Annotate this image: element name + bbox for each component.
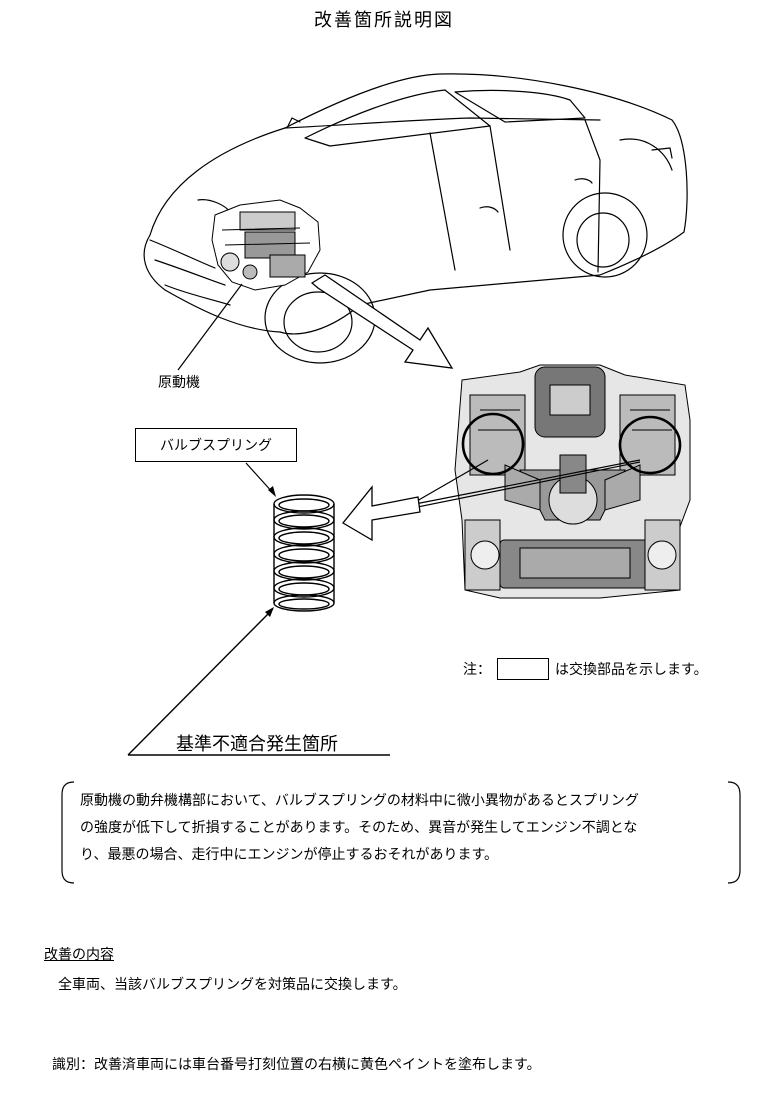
highlight-circle-left bbox=[461, 412, 525, 476]
page-title: 改善箇所説明図 bbox=[314, 10, 454, 31]
defect-location-label: 基準不適合発生箇所 bbox=[176, 734, 338, 755]
spring-label-leader bbox=[245, 462, 275, 495]
description-line: 原動機の動弁機構部において、バルブスプリングの材料中に微小異物があるとスプリング bbox=[80, 793, 639, 809]
callout-line-right bbox=[409, 459, 641, 506]
engine-small bbox=[211, 199, 321, 291]
improvement-heading: 改善の内容 bbox=[44, 947, 114, 963]
valve-spring bbox=[273, 494, 335, 612]
legend-note: 注： は交換部品を示します。 bbox=[463, 656, 708, 682]
callout-line-left bbox=[409, 459, 489, 506]
description-line: の強度が低下して折損することがあります。そのため、異音が発生してエンジン不調とな bbox=[80, 820, 638, 836]
spring-arrow bbox=[342, 485, 421, 542]
defect-leader-line bbox=[127, 611, 271, 756]
bracket-right bbox=[727, 781, 741, 884]
engine-label: 原動機 bbox=[158, 375, 200, 391]
zoom-arrow bbox=[310, 274, 454, 369]
callout-line-right-2 bbox=[377, 461, 641, 516]
note-prefix: 注： bbox=[463, 662, 491, 678]
engine-detail bbox=[454, 364, 691, 599]
description-line: り、最悪の場合、走行中にエンジンが停止するおそれがあります。 bbox=[80, 847, 499, 863]
valve-spring-label: バルブスプリング bbox=[160, 438, 272, 454]
note-legend-box bbox=[497, 658, 549, 680]
improvement-body: 全車両、当該バルブスプリングを対策品に交換します。 bbox=[58, 977, 407, 993]
note-suffix: は交換部品を示します。 bbox=[555, 662, 708, 678]
description-block: 原動機の動弁機構部において、バルブスプリングの材料中に微小異物があるとスプリング… bbox=[80, 788, 740, 869]
valve-spring-label-box: バルブスプリング bbox=[135, 428, 297, 462]
highlight-circle-right bbox=[618, 415, 682, 475]
bracket-left bbox=[61, 781, 75, 884]
identification-text: 識別：改善済車両には車台番号打刻位置の右横に黄色ペイントを塗布します。 bbox=[52, 1057, 541, 1073]
engine-leader-line bbox=[177, 283, 243, 371]
